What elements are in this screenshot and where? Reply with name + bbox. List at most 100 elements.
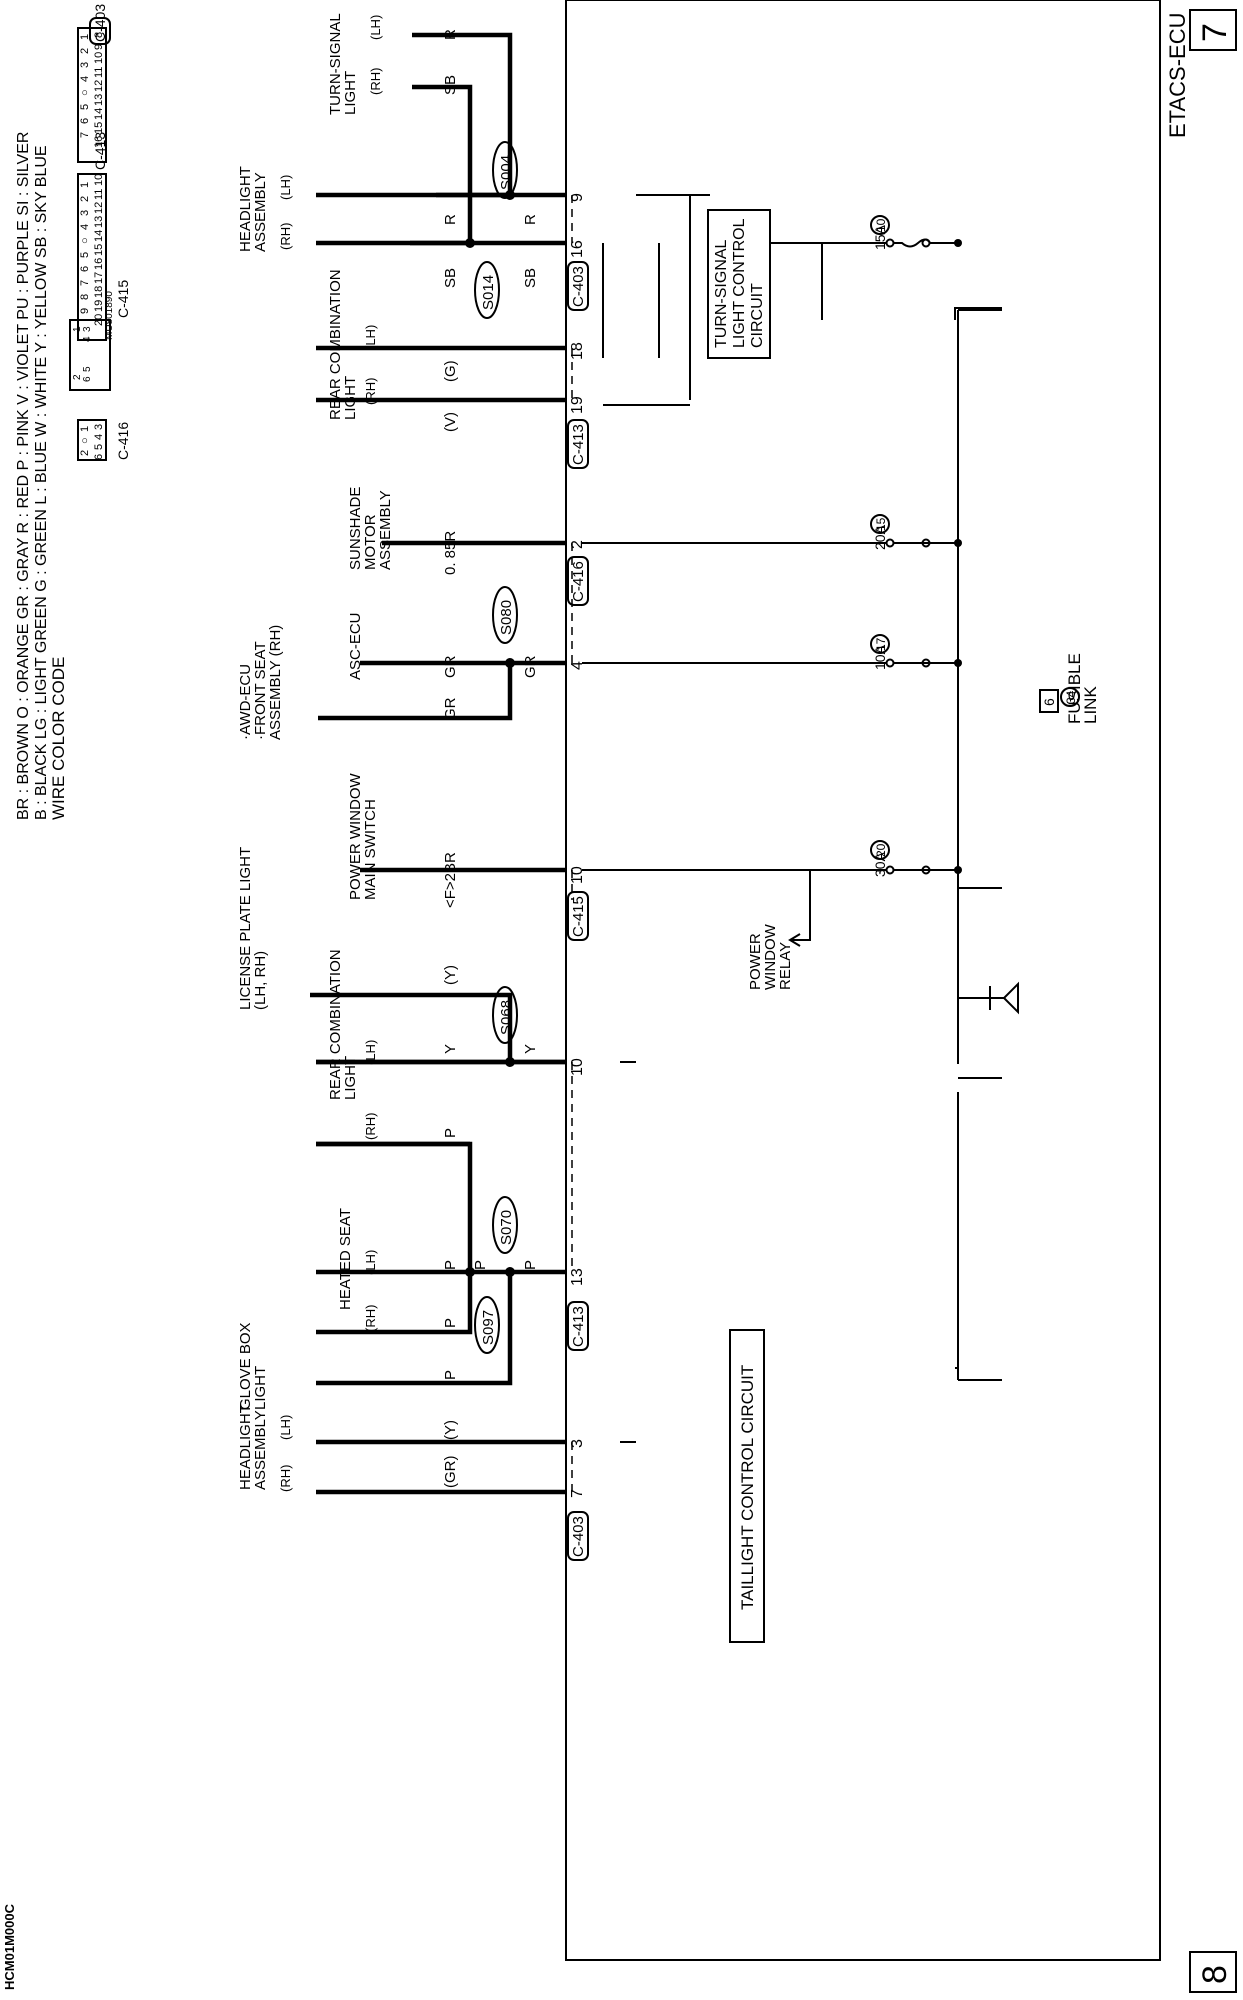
pin-18: 18 [569, 342, 586, 360]
wire-label-p1: P [442, 1128, 459, 1138]
rear-tail-rh: (RH) [363, 1113, 378, 1140]
wire-label-y2: Y [442, 1044, 459, 1054]
wire-label-y-paren2: (Y) [442, 1420, 459, 1440]
fuse-15 [885, 538, 958, 548]
taillight-control-box [729, 1329, 765, 1643]
pin-9: 9 [569, 193, 586, 202]
fusible-link-number: 34 [1060, 687, 1080, 707]
fusible-link-box: 6 [1039, 689, 1059, 713]
tag-c413-bottom: C-413 [570, 1306, 587, 1347]
svg-text:C-415: C-415 [115, 280, 131, 318]
wire-label-gr3: GR [442, 697, 459, 720]
tail-circuit-links [620, 1061, 636, 1443]
heated-lh: (LH) [363, 1250, 378, 1275]
headlight-rh: (RH) [278, 223, 293, 250]
page-marker-bottom-box [1189, 1951, 1237, 1993]
svg-text:MU801890: MU801890 [104, 291, 115, 340]
wire-label-r3: R [442, 29, 459, 40]
splice-s097: S097 [474, 1296, 500, 1354]
pin-19: 19 [569, 396, 586, 414]
svg-text:6: 6 [1041, 698, 1057, 706]
heated-seat-wires [316, 1141, 566, 1335]
splice-s070: S070 [492, 1196, 518, 1254]
bus-to-taillight [954, 307, 1002, 1369]
wire-label-gr-paren: (GR) [442, 1456, 459, 1489]
turn-rh-wire [410, 84, 473, 246]
pin-4: 4 [569, 661, 586, 670]
svg-text:30A: 30A [872, 851, 888, 877]
connector-c413: C-413 1234○56789 1011121314151617181920 [77, 132, 108, 341]
wire-color-code-line1: B : BLACK LG : LIGHT GREEN G : GREEN L :… [33, 145, 50, 820]
svg-text:C-416: C-416 [115, 422, 131, 460]
glove-box-label: GLOVE BOXLIGHT [237, 1322, 269, 1410]
wire-label-sb2: SB [442, 268, 459, 288]
awd-wire [318, 663, 513, 721]
wire-color-code-line2: BR : BROWN O : ORANGE GR : GRAY R : RED … [15, 132, 32, 820]
page-marker-bottom: 8 [1196, 1965, 1234, 1984]
battery-bus [957, 309, 1002, 1381]
wire-label-sb: SB [522, 268, 539, 288]
wire-label-085r: 0. 85R [442, 531, 459, 575]
svg-text:3456: 3456 [93, 424, 105, 460]
headlight-lh: (LH) [278, 175, 293, 200]
pw-switch-label: POWER WINDOWMAIN SWITCH [347, 773, 379, 900]
wire-label-f2br: <F>2BR [442, 852, 459, 908]
pin-13: 13 [569, 1268, 586, 1286]
tag-c403-bottom: C-403 [570, 1516, 587, 1557]
connector-boundary-c403-top [571, 195, 573, 243]
pin-7: 7 [569, 1489, 586, 1498]
wire-label-r: R [522, 214, 539, 225]
relay-arrow [788, 933, 810, 947]
awd-label: ·AWD-ECU·FRONT SEATASSEMBLY (RH) [237, 625, 284, 740]
pin-16: 16 [569, 240, 586, 258]
svg-text:10A: 10A [872, 644, 888, 670]
svg-text:20: 20 [874, 843, 888, 857]
svg-text:S097: S097 [480, 1310, 497, 1345]
wire-label-p6: P [442, 1370, 459, 1380]
svg-text:20A: 20A [872, 524, 888, 550]
rear-combo-rh: (RH) [363, 378, 378, 405]
svg-text:1011121314151617181920: 1011121314151617181920 [93, 174, 105, 326]
wire-label-sb3: SB [442, 75, 459, 95]
svg-text:S014: S014 [480, 275, 497, 310]
wire-label-r2: R [442, 214, 459, 225]
svg-text:15A: 15A [872, 224, 888, 250]
pin-3: 3 [569, 1439, 586, 1448]
svg-text:C-413: C-413 [92, 132, 108, 170]
wire-label-p3: P [472, 1260, 489, 1270]
turn-signal-control-label: TURN-SIGNAL LIGHT CONTROL CIRCUIT [713, 215, 766, 348]
page-marker-top-box [1189, 9, 1237, 51]
pin-10-c413: 10 [569, 1058, 586, 1076]
rear-combo-lh: (LH) [363, 325, 378, 350]
connector-c415: C-415 MU801890 12 3456 [69, 280, 131, 391]
fusible-link-label: FUSIBLE LINK [1065, 648, 1100, 724]
tag-c403-top: C-403 [570, 266, 587, 307]
svg-text:S080: S080 [498, 600, 515, 635]
splice-s080: S080 [492, 586, 518, 644]
rear-combo-label: REAR COMBINATIONLIGHT [327, 269, 359, 420]
svg-text:12: 12 [72, 326, 83, 380]
turn-signal-control-box [707, 209, 771, 359]
svg-text:3456: 3456 [82, 326, 93, 382]
fuse-17 [885, 658, 958, 668]
taillight-control-label: TAILLIGHT CONTROL CIRCUIT [738, 1365, 757, 1610]
svg-text:10: 10 [874, 218, 888, 232]
svg-text:1○2: 1○2 [79, 426, 91, 456]
wire-label-p4: P [442, 1260, 459, 1270]
pin-2: 2 [569, 540, 586, 549]
license-label: LICENSE PLATE LIGHT(LH, RH) [237, 847, 269, 1010]
headlight-tail-lh: (LH) [278, 1415, 293, 1440]
pin-10-c415: 10 [569, 866, 586, 884]
svg-text:17: 17 [874, 637, 888, 651]
splice-s004: S004 [492, 141, 518, 199]
glove-box-wire [316, 1272, 513, 1386]
figure-code: HCM01M000C [2, 1903, 17, 1990]
page-marker-top: 7 [1196, 23, 1234, 42]
connector-c403: C-403 1234○567 8910111213141516 [77, 4, 111, 163]
headlight-tail-label: HEADLIGHTASSEMBLY [237, 1404, 269, 1490]
rear-tail-lh: (LH) [363, 1040, 378, 1065]
wire-label-gr: GR [522, 655, 539, 678]
